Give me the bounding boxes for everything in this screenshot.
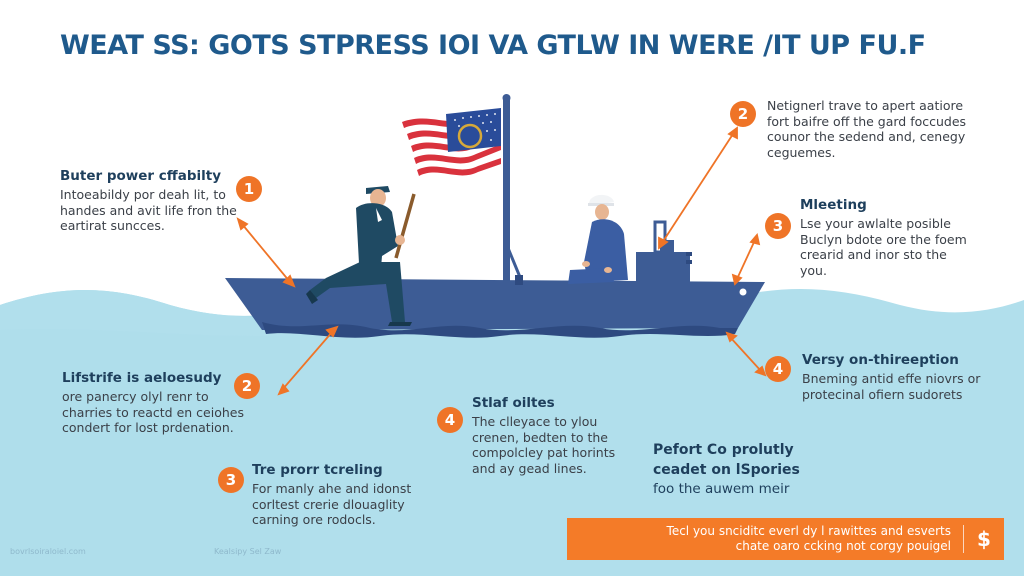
callout-body: The clleyace to ylou crenen, bedten to t… bbox=[472, 413, 616, 476]
badge-number-4-center: 4 bbox=[437, 407, 463, 433]
callout-right-4: Versy on-thireeption Bneming antid effe … bbox=[802, 352, 980, 402]
callout-body: Bneming antid effe niovrs or protecinal … bbox=[802, 370, 981, 402]
callout-heading: Tre prorr tcreling bbox=[252, 462, 383, 478]
badge-number-1: 1 bbox=[236, 176, 262, 202]
callout-right-2: Netignerl trave to apert aatiore fort ba… bbox=[767, 98, 966, 161]
banner-text: Tecl you snciditc everl dy l rawittes an… bbox=[666, 524, 951, 553]
boat-hull bbox=[225, 220, 765, 338]
callout-body: ore panercy olyl renr to charries to rea… bbox=[62, 388, 244, 436]
callout-body: Netignerl trave to apert aatiore fort ba… bbox=[767, 98, 967, 160]
callout-body: For manly ahe and idonst corltest crerie… bbox=[252, 480, 412, 528]
callout-arrows bbox=[236, 126, 767, 396]
callout-left-2: Lifstrife is aeloesudy ore panercy olyl … bbox=[62, 370, 244, 436]
hand-dollar-icon: $ bbox=[977, 527, 991, 551]
callout-heading: Versy on-thireeption bbox=[802, 352, 959, 368]
badge-number-4-right: 4 bbox=[765, 356, 791, 382]
callout-center-4: Stlaf oiltes The clleyace to ylou crenen… bbox=[472, 395, 615, 476]
callout-left-1: Buter power cffabilty Intoeabildy por de… bbox=[60, 168, 237, 234]
bottom-banner: Tecl you snciditc everl dy l rawittes an… bbox=[567, 518, 1004, 560]
captain-figure-right bbox=[568, 194, 628, 284]
callout-heading: Stlaf oiltes bbox=[472, 395, 555, 411]
badge-number-2-right: 2 bbox=[730, 101, 756, 127]
callout-right-3: Mleeting Lse your awlalte posible Buclyn… bbox=[800, 197, 967, 278]
badge-number-3-right: 3 bbox=[765, 213, 791, 239]
officer-figure-left bbox=[306, 186, 416, 326]
callout-body: Lse your awlalte posible Buclyn bdote or… bbox=[800, 215, 967, 278]
page-title: WEAT SS: GOTS STPRESS IOI VA GTLW IN WER… bbox=[60, 30, 926, 61]
callout-heading: Mleeting bbox=[800, 197, 867, 213]
callout-bottom-3: Tre prorr tcreling For manly ahe and ido… bbox=[252, 462, 411, 528]
callout-heading: Buter power cffabilty bbox=[60, 168, 222, 184]
badge-number-2-left: 2 bbox=[234, 373, 260, 399]
badge-number-3-bottom: 3 bbox=[218, 467, 244, 493]
callout-heading: Lifstrife is aeloesudy bbox=[62, 370, 222, 386]
footer-source: bovrlsoiraloiel.com bbox=[10, 547, 86, 556]
mast bbox=[502, 94, 524, 285]
flag-icon bbox=[402, 108, 501, 186]
callout-body: Intoeabildy por deah lit, to handes and … bbox=[60, 186, 237, 234]
banner-divider bbox=[963, 525, 964, 553]
callout-center-right: Pefort Co prolutly ceadet on lSpories fo… bbox=[653, 442, 800, 498]
footer-credit: Kealsipy Sel Zaw bbox=[214, 547, 282, 556]
